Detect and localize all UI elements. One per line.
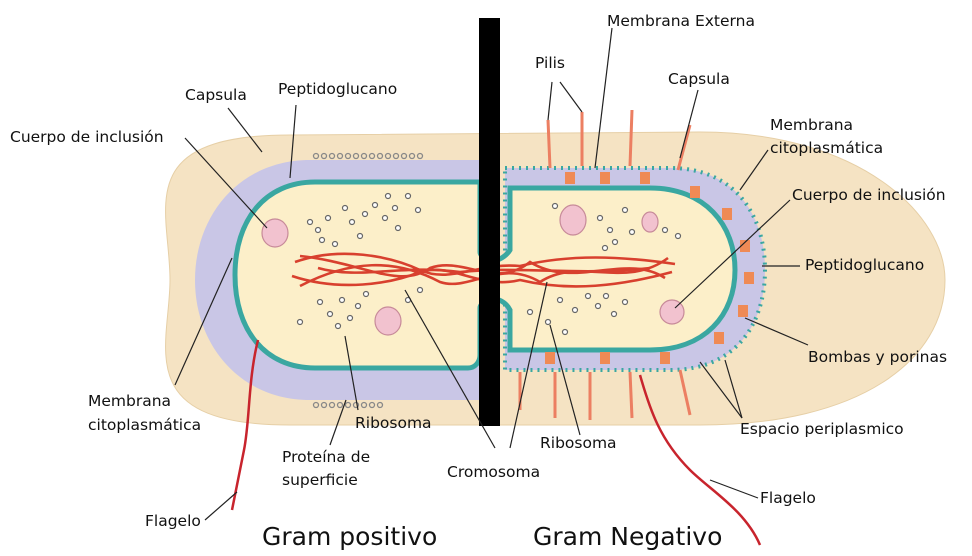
title-gram-positivo: Gram positivo [262,522,437,551]
label-cuerpo-inclusion-right: Cuerpo de inclusión [792,184,946,206]
title-gram-negativo: Gram Negativo [533,522,722,551]
label-membrana-right-1: Membrana [770,114,853,136]
label-proteina-2: superficie [282,469,358,491]
divider-bar [479,18,500,426]
label-membrana-externa: Membrana Externa [607,10,755,32]
label-ribosoma-right: Ribosoma [540,432,617,454]
label-cromosoma: Cromosoma [447,461,540,483]
label-capsula-right: Capsula [668,68,730,90]
label-peptidoglucano-right: Peptidoglucano [805,254,924,276]
label-cuerpo-inclusion-left: Cuerpo de inclusión [10,126,164,148]
label-proteina-1: Proteína de [282,446,370,468]
label-flagelo-right: Flagelo [760,487,816,509]
label-membrana-left-1: Membrana [88,390,171,412]
label-peptidoglucano-left: Peptidoglucano [278,78,397,100]
label-bombas-porinas: Bombas y porinas [808,346,947,368]
cytoplasmic-membrane-left [235,182,520,368]
label-ribosoma-left: Ribosoma [355,412,432,434]
label-membrana-left-2: citoplasmática [88,414,201,436]
label-espacio-periplasmico: Espacio periplasmico [740,418,904,440]
label-capsula-left: Capsula [185,84,247,106]
label-flagelo-left: Flagelo [145,510,201,532]
label-pilis: Pilis [535,52,565,74]
label-membrana-right-2: citoplasmática [770,137,883,159]
